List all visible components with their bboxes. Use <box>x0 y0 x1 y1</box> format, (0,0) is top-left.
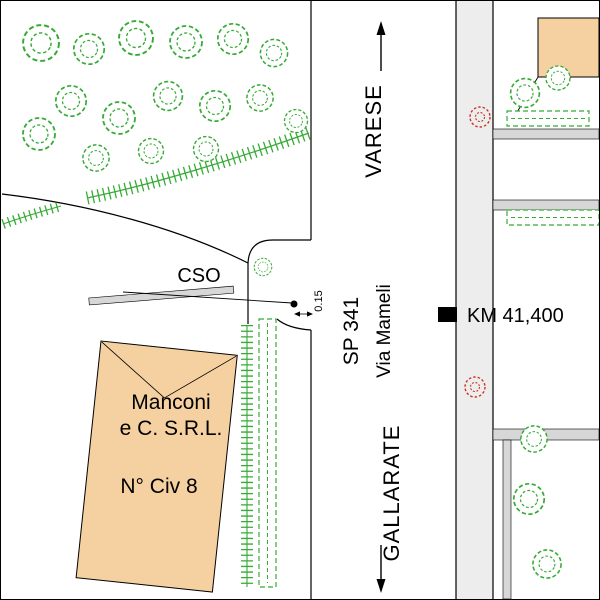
tree-icon <box>137 137 165 165</box>
tree-icon <box>545 65 571 91</box>
dimension-arrow-icon <box>294 311 300 317</box>
dimension-0-15: 0.15 <box>294 290 325 317</box>
tree-icon <box>72 32 106 66</box>
tree-icon <box>532 549 562 579</box>
retaining-wall <box>88 285 235 306</box>
tree-icon <box>259 38 289 68</box>
wall <box>492 199 599 211</box>
direction-label-south: GALLARATE <box>379 425 404 562</box>
hedge-row-middle <box>506 209 599 226</box>
tree-icon <box>253 257 273 277</box>
driveway-outline <box>247 239 312 331</box>
tree-icon <box>246 84 274 112</box>
tree-icon <box>102 101 136 135</box>
walls-right <box>492 128 599 599</box>
direction-label-north: VARESE <box>361 84 386 178</box>
dimension-label: 0.15 <box>313 290 325 311</box>
road-name-label: Via Mameli <box>374 284 395 378</box>
north-arrow-icon <box>376 21 386 71</box>
building-name-line2: e C. S.R.L. <box>120 417 223 440</box>
dimension-arrow-icon <box>307 311 313 317</box>
tree-icon <box>192 135 220 163</box>
secondary-building <box>537 17 599 78</box>
tree-icon <box>152 80 184 112</box>
hedge-row-top <box>506 110 590 127</box>
sidewalk-strip <box>456 1 493 599</box>
wall <box>502 439 512 599</box>
tree-icon <box>54 84 88 118</box>
building-civic-number: N° Civ 8 <box>120 475 197 498</box>
tree-icon <box>169 25 203 59</box>
main-building <box>75 340 238 593</box>
survey-point <box>290 300 298 308</box>
leader-line <box>122 291 293 304</box>
hedge-row-vertical <box>258 318 277 588</box>
embankment-hatch-top <box>85 126 312 205</box>
parcel-boundary-curve <box>1 193 249 264</box>
embankment-hatch-left <box>1 201 63 229</box>
tree-icon <box>22 117 56 151</box>
tree-icon <box>512 482 546 516</box>
driveway-label: CSO <box>177 265 220 287</box>
km-label: KM 41,400 <box>467 305 564 327</box>
roof-line <box>164 355 237 399</box>
tree-icon <box>82 144 110 172</box>
tree-icon <box>520 425 548 453</box>
tree-icon <box>198 89 232 123</box>
tree-icon <box>216 22 250 56</box>
km-post-marker <box>438 307 457 322</box>
tree-icon <box>22 24 60 62</box>
tree-icon <box>509 77 541 109</box>
south-arrow-icon <box>376 545 386 593</box>
tree-icon <box>283 108 309 134</box>
road-number-label: SP 341 <box>340 297 363 366</box>
wall <box>492 128 599 140</box>
building-name-line1: Manconi <box>131 391 210 414</box>
roof-line <box>101 341 165 399</box>
tree-icon <box>118 20 154 56</box>
